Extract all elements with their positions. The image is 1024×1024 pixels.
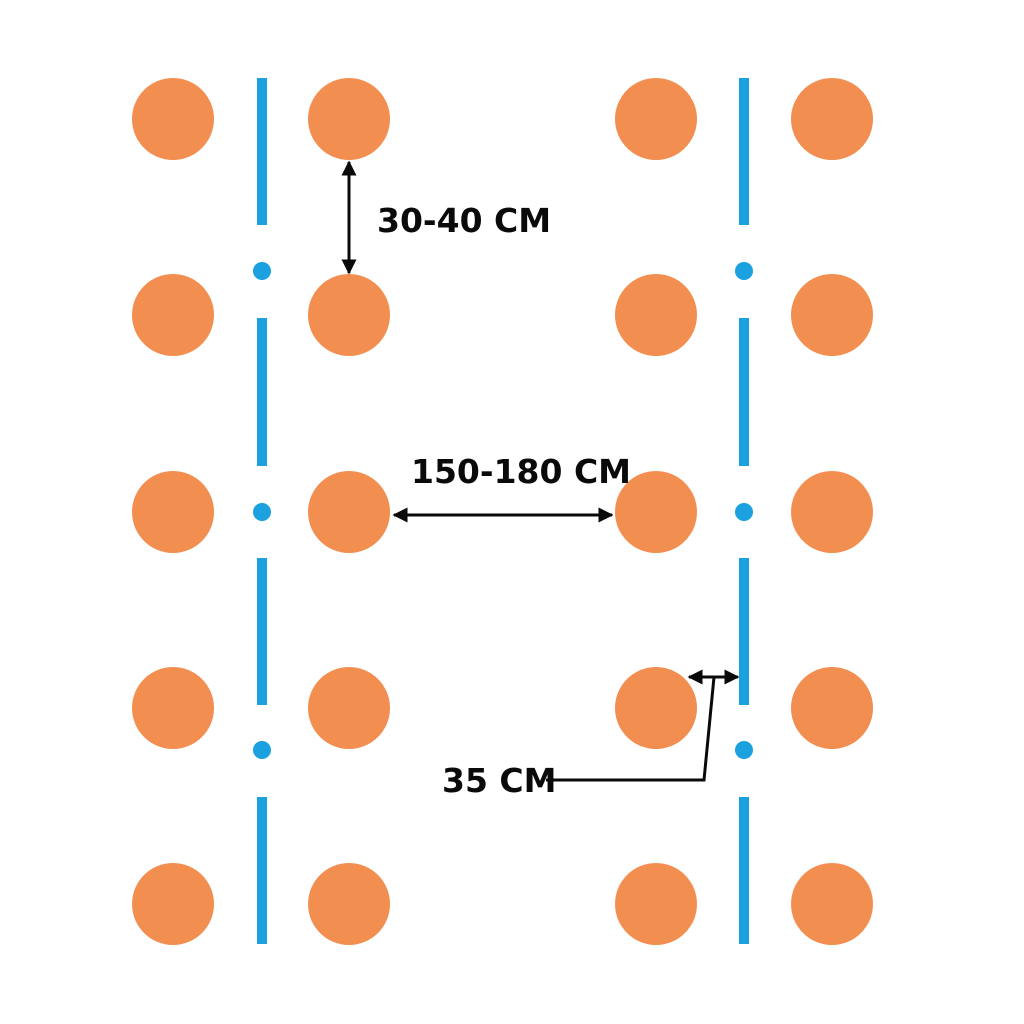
line-offset-label: 35 CM <box>442 761 556 800</box>
drip-line-segment <box>739 78 749 225</box>
plant <box>615 471 697 553</box>
irrigation-line-right <box>735 78 753 944</box>
drip-line-segment <box>739 318 749 466</box>
emitter-dot <box>735 741 753 759</box>
plants <box>132 78 873 945</box>
in-row-spacing-dimension: 30-40 CM <box>341 160 551 275</box>
line-offset-leader <box>546 676 716 782</box>
drip-line-segment <box>257 558 267 705</box>
plant <box>615 274 697 356</box>
plant <box>308 863 390 945</box>
drip-line-segment <box>257 318 267 466</box>
plant <box>308 274 390 356</box>
bed-spacing-dimension: 150-180 CM <box>392 452 631 523</box>
drip-line-segment <box>739 558 749 705</box>
emitter-dot <box>253 503 271 521</box>
irrigation-line-left <box>253 78 271 944</box>
emitter-dot <box>735 262 753 280</box>
emitter-dot <box>735 503 753 521</box>
drip-line-segment <box>739 797 749 944</box>
plant <box>791 863 873 945</box>
plant <box>615 863 697 945</box>
line-offset-dimension: 35 CM <box>442 669 740 800</box>
in-row-spacing-label: 30-40 CM <box>377 201 551 240</box>
plant <box>615 667 697 749</box>
plant <box>132 667 214 749</box>
plant <box>791 667 873 749</box>
plant <box>615 78 697 160</box>
drip-line-segment <box>257 78 267 225</box>
drip-line-segment <box>257 797 267 944</box>
plant <box>308 78 390 160</box>
plant <box>791 471 873 553</box>
emitter-dot <box>253 741 271 759</box>
plant <box>132 274 214 356</box>
bed-spacing-label: 150-180 CM <box>411 452 631 491</box>
plant <box>791 274 873 356</box>
emitter-dot <box>253 262 271 280</box>
plant <box>308 667 390 749</box>
plant <box>308 471 390 553</box>
plant <box>132 78 214 160</box>
plant <box>132 471 214 553</box>
plant <box>791 78 873 160</box>
plant <box>132 863 214 945</box>
